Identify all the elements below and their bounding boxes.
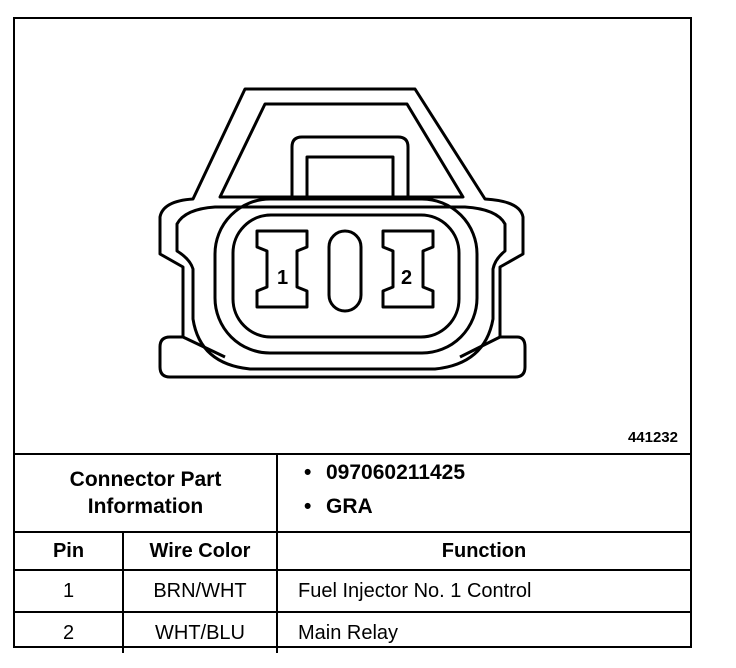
row-wire-color: BRN/WHT	[122, 569, 278, 613]
connector-info-row: Connector Part Information • 097060211425…	[15, 453, 690, 533]
connector-diagram-area: 1 2 441232	[15, 19, 690, 453]
connector-color-line: • GRA	[304, 489, 690, 523]
table-header-row: Pin Wire Color Function	[15, 531, 690, 571]
row-wire-color: WHT/BLU	[122, 611, 278, 653]
header-pin: Pin	[15, 531, 124, 571]
pin-1-cavity	[255, 229, 309, 309]
pin-2-cavity	[381, 229, 435, 309]
connector-lock-tab-inner	[305, 155, 395, 197]
header-wire-color: Wire Color	[122, 531, 278, 571]
connector-right-shoulder	[459, 335, 501, 359]
table-row: 2 WHT/BLU Main Relay	[15, 611, 690, 653]
diagram-frame: 1 2 441232 Connector Part Information • 0…	[13, 17, 692, 653]
part-number: 097060211425	[326, 461, 465, 484]
connector-color: GRA	[326, 495, 373, 518]
header-function: Function	[276, 531, 690, 571]
connector-info-values: • 097060211425 • GRA	[276, 453, 690, 533]
connector-left-shoulder	[182, 335, 226, 359]
connector-face-recess	[213, 197, 479, 355]
connector-outer-housing	[158, 87, 527, 379]
figure-number: 441232	[627, 429, 678, 446]
part-number-line: • 097060211425	[304, 455, 690, 489]
connector-part-information-label: Connector Part Information	[15, 453, 278, 533]
connector-table: Connector Part Information • 097060211425…	[15, 453, 690, 653]
connector-info-label-line1: Connector Part	[69, 468, 222, 491]
connector-info-label-line2: Information	[87, 495, 204, 518]
connector-latch-ramp	[218, 102, 465, 199]
table-row: 1 BRN/WHT Fuel Injector No. 1 Control	[15, 569, 690, 613]
pin-1-label: 1	[277, 267, 288, 289]
connector-body	[175, 205, 507, 371]
pin-2-label: 2	[401, 267, 412, 289]
connector-center-key	[327, 229, 363, 313]
row-function: Fuel Injector No. 1 Control	[276, 569, 690, 613]
connector-face-inner	[231, 213, 461, 339]
row-pin: 2	[15, 611, 124, 653]
bullet-mark: •	[304, 495, 312, 518]
connector-face-drawing: 1 2	[158, 87, 527, 379]
bullet-mark: •	[304, 461, 312, 484]
connector-lock-tab	[290, 135, 410, 197]
row-pin: 1	[15, 569, 124, 613]
row-function: Main Relay	[276, 611, 690, 653]
